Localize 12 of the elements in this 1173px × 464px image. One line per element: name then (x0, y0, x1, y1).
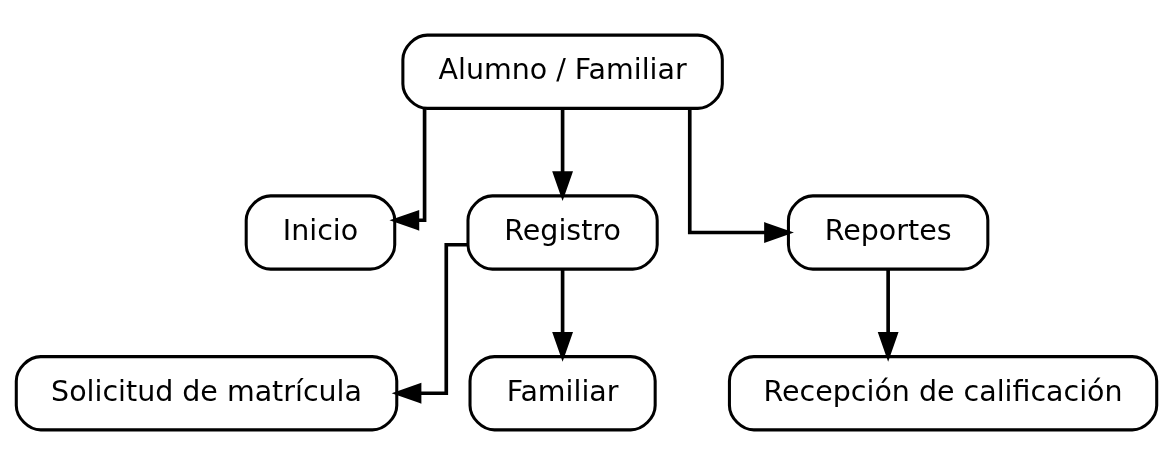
arrow (389, 107, 427, 231)
arrow (877, 269, 899, 362)
node-box: Inicio (244, 193, 397, 271)
node-box: Reportes (786, 193, 990, 271)
node-box: Alumno / Familiar (401, 33, 724, 110)
arrow (552, 108, 573, 201)
node-box: Registro (466, 193, 659, 271)
node-box: Familiar (468, 354, 657, 431)
node-box: Recepción de calificación (727, 354, 1159, 431)
arrow (687, 108, 794, 243)
arrow (552, 269, 573, 362)
node-box: Solicitud de matrícula (14, 354, 399, 431)
